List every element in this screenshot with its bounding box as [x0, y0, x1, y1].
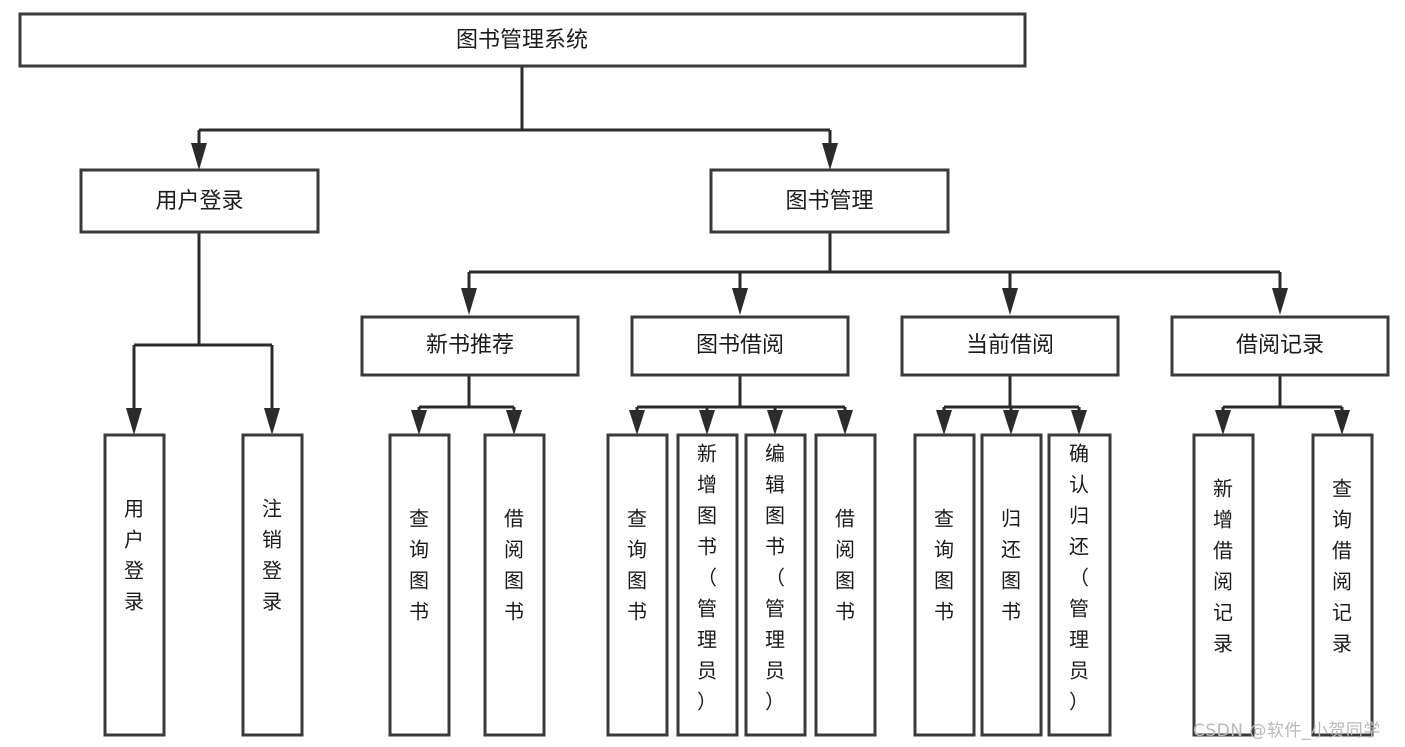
arrow-icon — [767, 410, 783, 435]
arrow-icon — [126, 408, 142, 435]
node-label: 编辑图书（管理员） — [765, 442, 785, 714]
arrow-icon — [822, 143, 838, 170]
node-box[interactable] — [676, 433, 739, 737]
arrow-icon — [461, 288, 477, 315]
arrow-icon — [264, 408, 280, 435]
arrow-icon — [506, 410, 522, 435]
node-label: 借阅图书 — [504, 507, 524, 624]
node-label: 借阅记录 — [1236, 333, 1324, 358]
node-box[interactable] — [630, 315, 850, 377]
node-box[interactable] — [1311, 433, 1374, 737]
node-label: 新增图书（管理员） — [697, 442, 717, 714]
node-book-borrow[interactable]: 图书借阅 — [630, 315, 850, 377]
node-box[interactable] — [980, 433, 1043, 737]
leaf-query-book-2[interactable]: 查询图书 — [606, 433, 669, 737]
arrow-icon — [1334, 410, 1350, 435]
node-label: 注销登录 — [262, 497, 282, 614]
csdn-watermark: CSDN @软件_小贺同学 — [1193, 721, 1381, 741]
arrow-icon — [1071, 410, 1087, 435]
node-label: 当前借阅 — [966, 333, 1054, 358]
node-label: 确认归还（管理员） — [1069, 442, 1089, 714]
leaf-borrow-book-1[interactable]: 借阅图书 — [483, 433, 546, 737]
arrow-icon — [1272, 288, 1288, 315]
leaf-query-record[interactable]: 查询借阅记录 — [1311, 433, 1374, 737]
node-box[interactable] — [103, 433, 166, 737]
leaf-confirm-return[interactable]: 确认归还（管理员） — [1047, 433, 1112, 737]
node-box[interactable] — [360, 315, 580, 377]
node-box[interactable] — [483, 433, 546, 737]
node-box[interactable] — [79, 168, 320, 234]
node-box[interactable] — [814, 433, 877, 737]
leaf-add-record[interactable]: 新增借阅记录 — [1192, 433, 1255, 737]
node-box[interactable] — [913, 433, 976, 737]
node-box[interactable] — [709, 168, 950, 234]
leaf-logout[interactable]: 注销登录 — [241, 433, 304, 737]
node-label: 图书借阅 — [696, 333, 784, 358]
node-box[interactable] — [388, 433, 451, 737]
leaf-user-login[interactable]: 用户登录 — [103, 433, 166, 737]
node-box[interactable] — [241, 433, 304, 737]
node-root[interactable]: 图书管理系统 — [18, 12, 1027, 68]
connector-layer — [126, 66, 1350, 435]
arrow-icon — [837, 410, 853, 435]
node-label: 借阅图书 — [835, 507, 855, 624]
node-book-manage[interactable]: 图书管理 — [709, 168, 950, 234]
arrow-icon — [936, 410, 952, 435]
node-label: 图书管理 — [785, 189, 873, 214]
arrow-icon — [1003, 410, 1019, 435]
node-user-login[interactable]: 用户登录 — [79, 168, 320, 234]
node-label: 图书管理系统 — [456, 28, 588, 53]
node-box[interactable] — [1170, 315, 1390, 377]
node-new-book-rec[interactable]: 新书推荐 — [360, 315, 580, 377]
node-box[interactable] — [744, 433, 807, 737]
node-box[interactable] — [606, 433, 669, 737]
node-label: 查询图书 — [627, 507, 647, 624]
arrow-icon — [1215, 410, 1231, 435]
arrow-icon — [732, 288, 748, 315]
arrow-icon — [699, 410, 715, 435]
node-label: 查询图书 — [934, 507, 954, 624]
node-label: 用户登录 — [124, 497, 144, 614]
leaf-add-book[interactable]: 新增图书（管理员） — [676, 433, 739, 737]
arrow-icon — [411, 410, 427, 435]
node-box[interactable] — [900, 315, 1120, 377]
arrow-icon — [629, 410, 645, 435]
node-box[interactable] — [1192, 433, 1255, 737]
leaf-edit-book[interactable]: 编辑图书（管理员） — [744, 433, 807, 737]
leaf-query-book-1[interactable]: 查询图书 — [388, 433, 451, 737]
node-label: 查询借阅记录 — [1332, 477, 1352, 656]
arrow-icon — [191, 143, 207, 170]
leaf-return-book[interactable]: 归还图书 — [980, 433, 1043, 737]
leaf-query-book-3[interactable]: 查询图书 — [913, 433, 976, 737]
arrow-icon — [1002, 288, 1018, 315]
node-label: 查询图书 — [409, 507, 429, 624]
node-label: 归还图书 — [1001, 507, 1021, 624]
node-label: 新增借阅记录 — [1213, 477, 1233, 656]
node-current-borrow[interactable]: 当前借阅 — [900, 315, 1120, 377]
node-label: 新书推荐 — [426, 333, 514, 358]
node-box[interactable] — [1047, 433, 1112, 737]
node-box[interactable] — [18, 12, 1027, 68]
node-label: 用户登录 — [155, 189, 243, 214]
leaf-borrow-book-2[interactable]: 借阅图书 — [814, 433, 877, 737]
node-borrow-record[interactable]: 借阅记录 — [1170, 315, 1390, 377]
